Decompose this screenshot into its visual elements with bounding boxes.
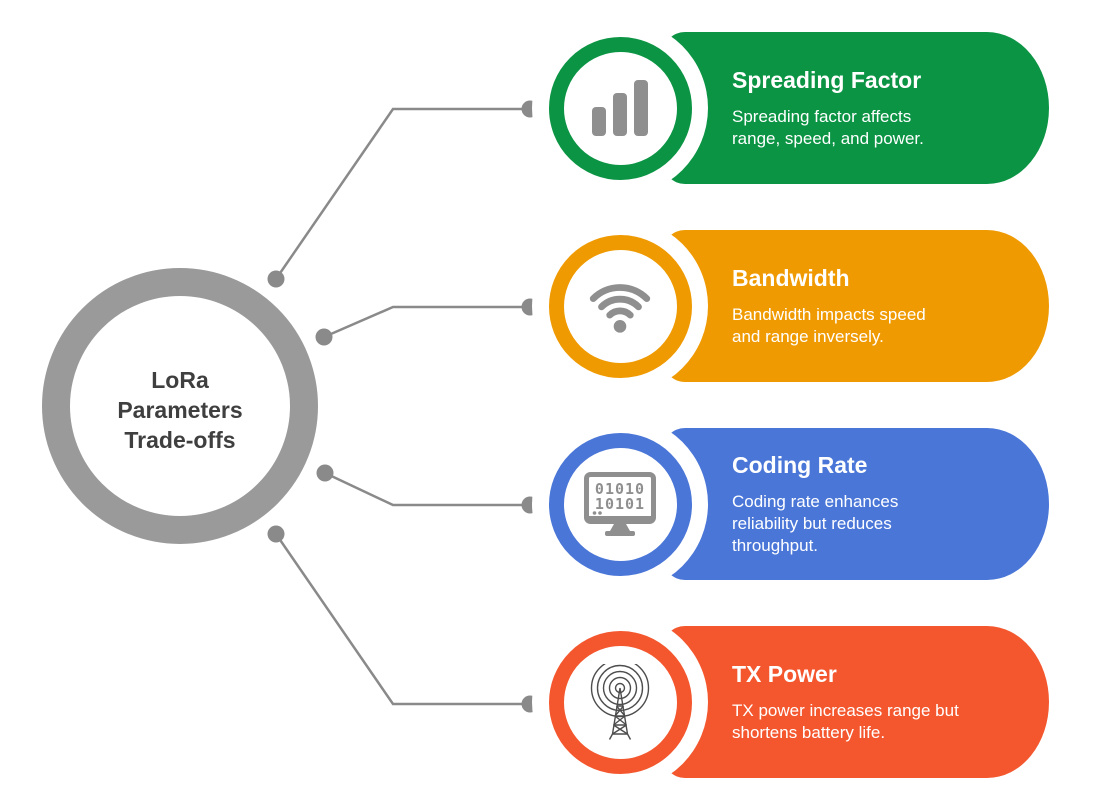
card-description: Bandwidth impacts speed and range invers… bbox=[732, 304, 1013, 348]
wifi-icon bbox=[589, 284, 651, 333]
card-description-line: Spreading factor affects bbox=[732, 106, 912, 126]
card-description-line: TX power increases range but bbox=[732, 700, 959, 720]
center-title: LoRa Parameters Trade-offs bbox=[117, 357, 242, 455]
card-description: Coding rate enhances reliability but red… bbox=[732, 491, 1013, 557]
card-pill: TX Power TX power increases range but sh… bbox=[663, 626, 1049, 778]
card-badge-ring bbox=[548, 630, 692, 774]
card-description: TX power increases range but shortens ba… bbox=[732, 700, 1013, 744]
center-title-line: Parameters bbox=[117, 397, 243, 423]
card-coding-rate: Coding Rate Coding rate enhances reliabi… bbox=[532, 416, 1049, 592]
card-description: Spreading factor affects range, speed, a… bbox=[732, 106, 1013, 150]
card-description-line: Coding rate enhances bbox=[732, 491, 899, 511]
card-description-line: reliability but reduces bbox=[732, 513, 892, 533]
svg-text:01010: 01010 bbox=[595, 480, 645, 498]
card-pill: Spreading Factor Spreading factor affect… bbox=[663, 32, 1049, 184]
center-node: LoRa Parameters Trade-offs bbox=[42, 268, 318, 544]
center-title-line: LoRa bbox=[151, 367, 209, 393]
card-badge bbox=[532, 20, 708, 196]
card-bandwidth: Bandwidth Bandwidth impacts speed and ra… bbox=[532, 218, 1049, 394]
card-badge bbox=[532, 218, 708, 394]
card-badge-ring bbox=[548, 36, 692, 180]
center-title-line: Trade-offs bbox=[124, 427, 236, 453]
binary-monitor-icon: 01010 10101 bbox=[584, 472, 656, 536]
svg-text:10101: 10101 bbox=[595, 495, 645, 513]
card-badge-ring bbox=[548, 234, 692, 378]
connector-paths bbox=[274, 107, 530, 706]
card-title: TX Power bbox=[732, 660, 837, 687]
card-description-line: and range inversely. bbox=[732, 326, 884, 346]
card-pill: Coding Rate Coding rate enhances reliabi… bbox=[663, 428, 1049, 580]
card-description-line: range, speed, and power. bbox=[732, 128, 924, 148]
card-spreading-factor: Spreading Factor Spreading factor affect… bbox=[532, 20, 1049, 196]
bar-chart-icon bbox=[592, 80, 648, 136]
card-description-line: throughput. bbox=[732, 535, 819, 555]
card-title: Coding Rate bbox=[732, 451, 868, 478]
card-description-line: Bandwidth impacts speed bbox=[732, 304, 926, 324]
card-pill: Bandwidth Bandwidth impacts speed and ra… bbox=[663, 230, 1049, 382]
card-title: Bandwidth bbox=[732, 264, 850, 291]
card-description-line: shortens battery life. bbox=[732, 722, 886, 742]
card-badge-ring: 01010 10101 bbox=[548, 432, 692, 576]
antenna-tower-icon bbox=[590, 664, 650, 740]
card-tx-power: TX Power TX power increases range but sh… bbox=[532, 614, 1049, 790]
card-badge bbox=[532, 614, 708, 790]
card-title: Spreading Factor bbox=[732, 66, 922, 93]
card-badge: 01010 10101 bbox=[532, 416, 708, 592]
